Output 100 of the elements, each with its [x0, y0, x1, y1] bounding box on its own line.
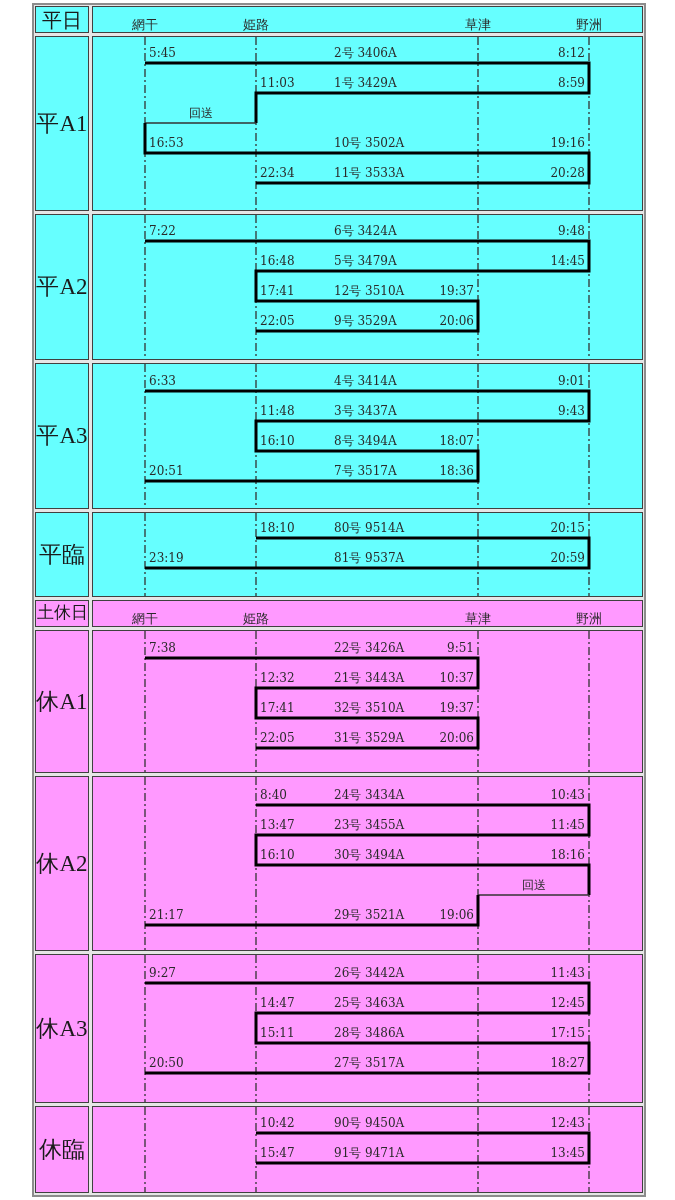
time-label: 23:19 [149, 552, 184, 565]
time-label: 20:59 [550, 552, 585, 565]
time-label: 9:48 [558, 225, 585, 238]
train-number: 8号 3494A [334, 435, 397, 448]
schedule-cell [92, 36, 643, 211]
time-label: 6:33 [149, 375, 176, 388]
train-number: 2号 3406A [334, 47, 397, 60]
time-label: 19:37 [439, 702, 474, 715]
schedule-cell [92, 776, 643, 951]
time-label: 18:10 [260, 522, 295, 535]
time-label: 20:51 [149, 465, 184, 478]
time-label: 11:45 [550, 819, 585, 832]
time-label: 10:37 [439, 672, 474, 685]
station-name: 網干 [132, 612, 158, 626]
unit-label-cell: 平A1 [35, 36, 89, 211]
unit-label-cell: 休臨 [35, 1106, 89, 1193]
time-label: 16:10 [260, 849, 295, 862]
time-label: 12:45 [550, 997, 585, 1010]
time-label: 8:12 [558, 47, 585, 60]
time-label: 12:32 [260, 672, 295, 685]
time-label: 18:16 [550, 849, 585, 862]
train-number: 21号 3443A [334, 672, 405, 685]
time-label: 15:47 [260, 1147, 295, 1160]
time-label: 22:34 [260, 167, 295, 180]
schedule-cell [92, 630, 643, 773]
time-label: 16:53 [149, 137, 184, 150]
train-number: 29号 3521A [334, 909, 405, 922]
unit-label-cell: 平臨 [35, 512, 89, 597]
train-number: 26号 3442A [334, 967, 405, 980]
time-label: 17:41 [260, 285, 295, 298]
schedule-cell [92, 363, 643, 509]
train-number: 25号 3463A [334, 997, 405, 1010]
train-number: 28号 3486A [334, 1027, 405, 1040]
station-header-cell [92, 600, 643, 627]
train-number: 23号 3455A [334, 819, 405, 832]
unit-label-cell: 休A2 [35, 776, 89, 951]
time-label: 8:40 [260, 789, 287, 802]
time-label: 13:45 [550, 1147, 585, 1160]
time-label: 12:43 [550, 1117, 585, 1130]
time-label: 9:27 [149, 967, 176, 980]
time-label: 22:05 [260, 315, 295, 328]
time-label: 18:07 [439, 435, 474, 448]
time-label: 14:47 [260, 997, 295, 1010]
station-name: 野洲 [576, 18, 602, 32]
time-label: 16:10 [260, 435, 295, 448]
time-label: 17:15 [550, 1027, 585, 1040]
time-label: 20:06 [439, 732, 474, 745]
time-label: 20:06 [439, 315, 474, 328]
train-number: 10号 3502A [334, 137, 405, 150]
time-label: 19:06 [439, 909, 474, 922]
train-number: 90号 9450A [334, 1117, 405, 1130]
train-number: 80号 9514A [334, 522, 405, 535]
time-label: 9:43 [558, 405, 585, 418]
time-label: 5:45 [149, 47, 176, 60]
station-name: 野洲 [576, 612, 602, 626]
time-label: 20:50 [149, 1057, 184, 1070]
station-name: 網干 [132, 18, 158, 32]
station-name: 草津 [465, 612, 491, 626]
station-header-cell [92, 6, 643, 33]
train-number: 6号 3424A [334, 225, 397, 238]
time-label: 11:43 [550, 967, 585, 980]
train-number: 30号 3494A [334, 849, 405, 862]
time-label: 8:59 [558, 77, 585, 90]
train-number: 1号 3429A [334, 77, 397, 90]
train-number: 27号 3517A [334, 1057, 405, 1070]
station-name: 草津 [465, 18, 491, 32]
time-label: 15:11 [260, 1027, 295, 1040]
train-number: 7号 3517A [334, 465, 397, 478]
time-label: 17:41 [260, 702, 295, 715]
deadhead-label: 回送 [521, 879, 546, 892]
time-label: 16:48 [260, 255, 295, 268]
time-label: 21:17 [149, 909, 184, 922]
train-number: 12号 3510A [334, 285, 405, 298]
time-label: 19:37 [439, 285, 474, 298]
train-number: 81号 9537A [334, 552, 405, 565]
schedule-cell [92, 512, 643, 597]
unit-label-cell: 休A1 [35, 630, 89, 773]
day-type-cell: 平日 [35, 6, 89, 33]
time-label: 11:03 [260, 77, 295, 90]
train-number: 4号 3414A [334, 375, 397, 388]
day-type-cell: 土休日 [35, 600, 89, 627]
time-label: 9:01 [558, 375, 585, 388]
time-label: 9:51 [447, 642, 474, 655]
time-label: 7:38 [149, 642, 176, 655]
time-label: 20:28 [550, 167, 585, 180]
train-number: 91号 9471A [334, 1147, 405, 1160]
unit-label-cell: 平A2 [35, 214, 89, 360]
station-name: 姫路 [243, 18, 269, 32]
unit-label-cell: 平A3 [35, 363, 89, 509]
train-number: 24号 3434A [334, 789, 405, 802]
time-label: 18:36 [439, 465, 474, 478]
time-label: 10:42 [260, 1117, 295, 1130]
time-label: 19:16 [550, 137, 585, 150]
time-label: 10:43 [550, 789, 585, 802]
train-number: 9号 3529A [334, 315, 397, 328]
time-label: 22:05 [260, 732, 295, 745]
train-number: 22号 3426A [334, 642, 405, 655]
train-number: 11号 3533A [334, 167, 405, 180]
train-number: 5号 3479A [334, 255, 397, 268]
unit-label-cell: 休A3 [35, 954, 89, 1103]
